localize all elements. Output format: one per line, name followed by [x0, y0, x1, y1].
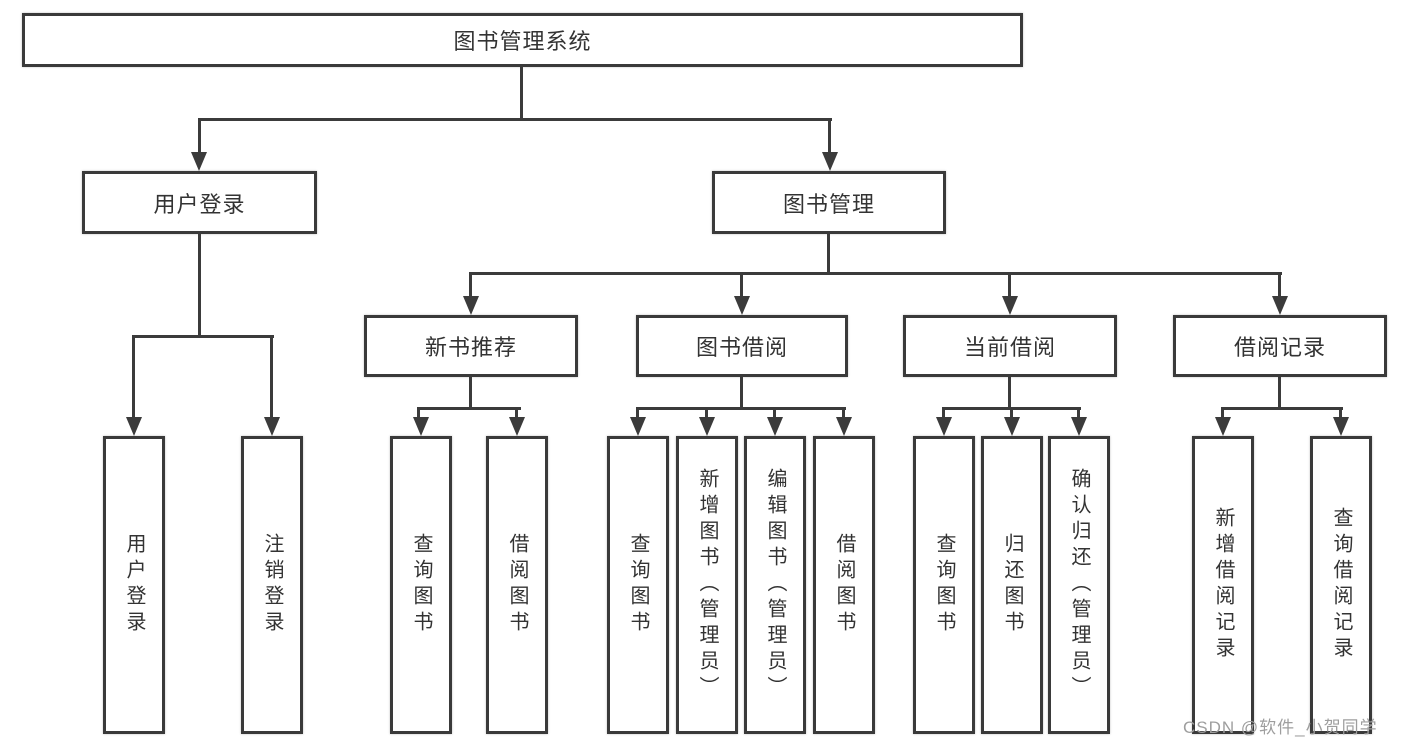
connector-shaft	[198, 118, 201, 154]
connector-stub	[469, 377, 472, 410]
connector-stub	[1008, 377, 1011, 410]
connector-shaft	[1008, 272, 1011, 298]
connector-shaft	[1077, 407, 1080, 419]
connector-rail	[636, 407, 846, 410]
arrow-down-icon	[1071, 417, 1087, 436]
connector-shaft	[773, 407, 776, 419]
leaf-logout: 注销登录	[241, 436, 303, 734]
leaf-edit-books-admin: 编辑图书（管理员）	[744, 436, 806, 734]
node-book-borrow: 图书借阅	[636, 315, 848, 377]
connector-stub	[1278, 377, 1281, 410]
connector-rail	[417, 407, 521, 410]
arrow-down-icon	[1002, 296, 1018, 315]
leaf-borrow-books: 借阅图书	[813, 436, 875, 734]
arrow-down-icon	[936, 417, 952, 436]
leaf-query-books-rec: 查询图书	[390, 436, 452, 734]
arrow-down-icon	[630, 417, 646, 436]
arrow-down-icon	[509, 417, 525, 436]
node-new-book-recommend: 新书推荐	[364, 315, 578, 377]
node-borrow-records: 借阅记录	[1173, 315, 1387, 377]
arrow-down-icon	[836, 417, 852, 436]
connector-shaft	[740, 272, 743, 298]
node-root: 图书管理系统	[22, 13, 1023, 67]
connector-root-trunk	[520, 66, 523, 120]
connector-shaft	[1010, 407, 1013, 419]
arrow-down-icon	[1215, 417, 1231, 436]
connector-shaft	[1339, 407, 1342, 419]
connector-shaft	[515, 407, 518, 419]
arrow-down-icon	[1333, 417, 1349, 436]
arrow-down-icon	[1272, 296, 1288, 315]
leaf-user-login: 用户登录	[103, 436, 165, 734]
connector-shaft	[270, 335, 273, 419]
leaf-confirm-return-admin: 确认归还（管理员）	[1048, 436, 1110, 734]
arrow-down-icon	[463, 296, 479, 315]
node-user-login: 用户登录	[82, 171, 317, 234]
node-book-management: 图书管理	[712, 171, 946, 234]
leaf-add-borrow-record: 新增借阅记录	[1192, 436, 1254, 734]
arrow-down-icon	[767, 417, 783, 436]
leaf-add-books-admin: 新增图书（管理员）	[676, 436, 738, 734]
arrow-down-icon	[191, 152, 207, 171]
node-current-borrow: 当前借阅	[903, 315, 1117, 377]
arrow-down-icon	[699, 417, 715, 436]
arrow-down-icon	[822, 152, 838, 171]
connector-shaft	[842, 407, 845, 419]
connector-rail	[132, 335, 274, 338]
connector-level3-rail	[469, 272, 1282, 275]
leaf-return-books: 归还图书	[981, 436, 1043, 734]
connector-rail	[1221, 407, 1343, 410]
connector-shaft	[942, 407, 945, 419]
connector-shaft	[1221, 407, 1224, 419]
arrow-down-icon	[1004, 417, 1020, 436]
connector-shaft	[828, 118, 831, 154]
arrow-down-icon	[126, 417, 142, 436]
leaf-query-books-borrow: 查询图书	[607, 436, 669, 734]
connector-shaft	[417, 407, 420, 419]
connector-stub	[740, 377, 743, 410]
leaf-query-borrow-record: 查询借阅记录	[1310, 436, 1372, 734]
leaf-borrow-books-rec: 借阅图书	[486, 436, 548, 734]
connector-stub	[827, 234, 830, 275]
connector-shaft	[469, 272, 472, 298]
connector-shaft	[636, 407, 639, 419]
connector-shaft	[1278, 272, 1281, 298]
connector-shaft	[705, 407, 708, 419]
arrow-down-icon	[734, 296, 750, 315]
connector-level2-rail	[198, 118, 832, 121]
leaf-query-books-current: 查询图书	[913, 436, 975, 734]
connector-stub	[198, 234, 201, 337]
arrow-down-icon	[264, 417, 280, 436]
arrow-down-icon	[413, 417, 429, 436]
connector-shaft	[132, 335, 135, 419]
csdn-watermark: CSDN @软件_小贺同学	[1183, 718, 1378, 737]
